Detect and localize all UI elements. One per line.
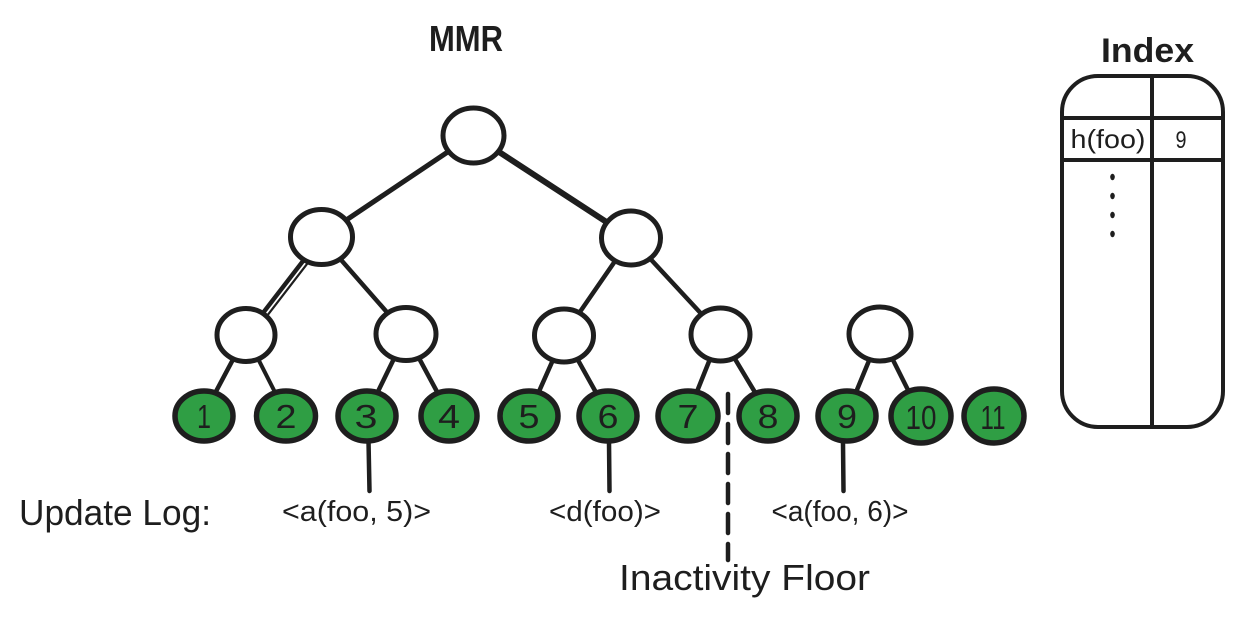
svg-text:Index: Index: [1101, 32, 1194, 70]
svg-text:Update Log:: Update Log:: [19, 492, 211, 533]
svg-text:2: 2: [276, 398, 297, 435]
svg-text:9: 9: [837, 398, 857, 435]
svg-text:9: 9: [1176, 127, 1187, 154]
svg-text:11: 11: [981, 399, 1006, 436]
svg-text:8: 8: [758, 398, 779, 435]
svg-text:MMR: MMR: [429, 18, 503, 59]
svg-text:<a(foo, 5)>: <a(foo, 5)>: [282, 496, 431, 528]
svg-text:<d(foo)>: <d(foo)>: [549, 496, 661, 528]
svg-text:h(foo): h(foo): [1071, 124, 1146, 154]
svg-text:3: 3: [355, 398, 378, 435]
svg-text:5: 5: [519, 398, 540, 435]
svg-text:7: 7: [678, 398, 699, 435]
svg-text:10: 10: [906, 399, 937, 436]
svg-text:6: 6: [598, 398, 619, 435]
svg-text:4: 4: [438, 398, 460, 435]
svg-text:Inactivity Floor: Inactivity Floor: [619, 557, 870, 598]
svg-text:1: 1: [197, 398, 211, 435]
svg-text:<a(foo, 6)>: <a(foo, 6)>: [772, 496, 909, 528]
